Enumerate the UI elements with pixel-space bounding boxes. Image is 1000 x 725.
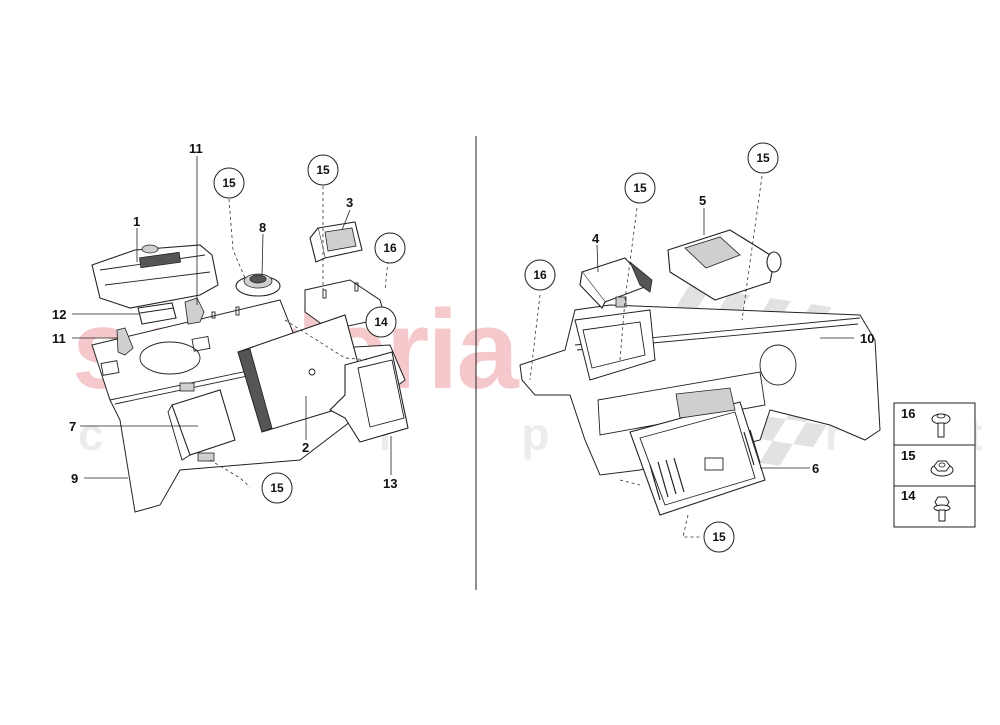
part-11-clip-lower <box>116 327 134 356</box>
label-7: 7 <box>69 419 76 434</box>
label-5: 5 <box>699 193 706 208</box>
label-13: 13 <box>383 476 397 491</box>
label-12: 12 <box>52 307 66 322</box>
callout-16-right: 16 <box>524 259 556 291</box>
part-4-module <box>579 257 653 309</box>
svg-text:15: 15 <box>756 151 770 165</box>
part-8-sensor <box>235 273 281 297</box>
part-7-module <box>167 382 236 462</box>
callout-15-right-a: 15 <box>624 172 656 204</box>
fastener-legend: 16 15 14 <box>893 402 976 528</box>
legend-number-14: 14 <box>901 488 916 503</box>
svg-text:15: 15 <box>222 176 236 190</box>
label-2: 2 <box>302 440 309 455</box>
part-12-connector <box>137 302 177 325</box>
callout-16: 16 <box>374 232 406 264</box>
part-3-module <box>309 221 363 263</box>
svg-text:14: 14 <box>374 315 388 329</box>
svg-text:16: 16 <box>533 268 547 282</box>
svg-text:15: 15 <box>633 181 647 195</box>
label-8: 8 <box>259 220 266 235</box>
right-panel: 4 5 6 10 16 15 15 15 <box>519 142 881 553</box>
part-11-clip-upper <box>184 297 205 325</box>
callout-14: 14 <box>365 306 397 338</box>
legend-number-15: 15 <box>901 448 915 463</box>
part-13-tray <box>329 351 409 443</box>
callout-15-b: 15 <box>307 154 339 186</box>
label-4: 4 <box>592 231 600 246</box>
legend-number-16: 16 <box>901 406 915 421</box>
callout-15-a: 15 <box>213 167 245 199</box>
callout-15-right-b: 15 <box>747 142 779 174</box>
label-10: 10 <box>860 331 874 346</box>
label-3: 3 <box>346 195 353 210</box>
svg-text:16: 16 <box>383 241 397 255</box>
part-5-airbag-module <box>667 229 782 301</box>
part-2-control-unit <box>237 314 369 433</box>
svg-text:15: 15 <box>712 530 726 544</box>
flange-nut-icon <box>930 460 954 477</box>
part-6-ecu <box>629 387 766 516</box>
flange-bolt-icon <box>931 413 951 438</box>
label-1: 1 <box>133 214 140 229</box>
left-panel: 1 2 3 7 8 9 11 11 12 13 15 15 15 16 14 <box>52 141 409 513</box>
label-11-upper: 11 <box>189 141 203 156</box>
label-11-lower: 11 <box>52 331 66 346</box>
label-6: 6 <box>812 461 819 476</box>
callout-15-right-c: 15 <box>703 521 735 553</box>
hex-bolt-icon <box>933 496 951 522</box>
svg-text:15: 15 <box>316 163 330 177</box>
label-9: 9 <box>71 471 78 486</box>
svg-text:15: 15 <box>270 481 284 495</box>
callout-15-c: 15 <box>261 472 293 504</box>
